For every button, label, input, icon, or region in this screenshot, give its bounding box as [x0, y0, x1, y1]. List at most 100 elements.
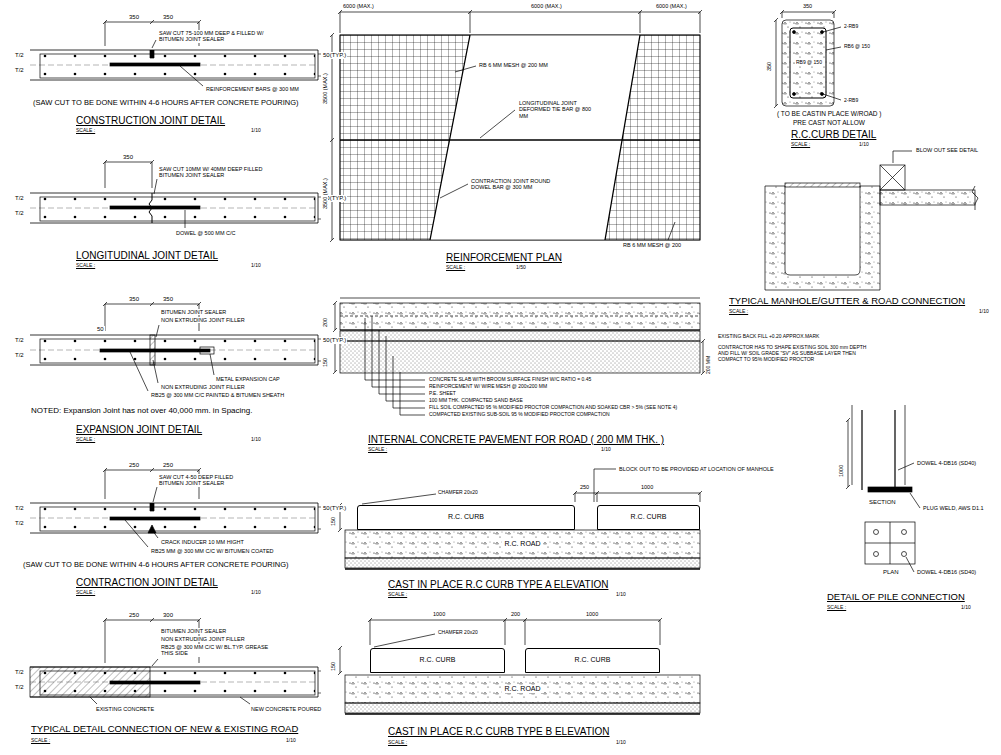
contraction-joint — [30, 468, 321, 547]
scale-value: 1/10 — [285, 738, 297, 744]
scale-value: 1/10 — [250, 263, 262, 269]
pavement-section-part — [340, 341, 700, 373]
node-label: R.C. CURB — [573, 656, 613, 664]
dimension-text: 350 — [162, 14, 174, 21]
manhole-gutter-part — [893, 151, 912, 163]
new-existing-connection-part — [30, 667, 321, 697]
reinforcement-plan-part — [340, 35, 700, 240]
callout-note: BITUMEN JOINT SEALER — [160, 628, 227, 634]
view-title: INTERNAL CONCRETE PAVEMENT FOR ROAD ( 20… — [367, 434, 665, 446]
scale-label: SCALE : — [75, 128, 96, 134]
reinforcement-plan — [330, 10, 702, 242]
curb-section-part — [782, 20, 834, 106]
contraction-joint-part — [30, 503, 321, 533]
curb-b-elevation-part — [374, 634, 435, 647]
callout-note: RB9 @ 150 — [795, 60, 823, 66]
longitudinal-joint-part — [154, 179, 185, 228]
contraction-joint-part — [148, 525, 156, 533]
dimension-text: 200 — [322, 317, 328, 328]
scale-label: SCALE : — [387, 592, 408, 598]
callout-note: NON EXTRUDING JOINT FILLER — [160, 384, 246, 390]
dimension-text: T/2 — [14, 520, 25, 527]
curb-b-elevation — [338, 618, 700, 714]
scale-value: 1/10 — [250, 590, 262, 596]
callout-note: CONTRACTOR HAS TO SHAPE EXISTING SOIL 30… — [717, 345, 869, 362]
scale-label: SCALE : — [826, 605, 847, 611]
construction-joint-part — [152, 40, 203, 86]
dimension-text: 200 MM — [706, 355, 712, 375]
view-title: CAST IN PLACE R.C CURB TYPE A ELEVATION — [387, 579, 609, 591]
curb-section: R.C. CURB — [357, 505, 575, 530]
callout-note: BLOW OUT SEE DETAIL — [915, 147, 979, 153]
callout-note: DOWEL 4-DB16 (SD40) — [916, 460, 977, 466]
curb-a-elevation-part — [594, 469, 616, 502]
curb-a-elevation-part — [345, 558, 700, 568]
pile-connection-part — [852, 405, 905, 485]
scale-value: 1/10 — [960, 605, 972, 611]
curb-section-part — [793, 93, 796, 96]
curb-section-part — [780, 10, 836, 18]
dimension-text: 50(TYP.) — [322, 505, 347, 512]
callout-note: CRACK INDUCER 10 MM HIGHT — [160, 539, 245, 545]
callout-note: (SAW CUT TO BE DONE WITHIN 4-6 HOURS AFT… — [22, 561, 290, 570]
manhole-gutter-part — [880, 165, 905, 190]
pile-connection-part — [865, 522, 915, 564]
contraction-joint-part — [110, 517, 200, 520]
dimension-text: 6000 (MAX.) — [530, 3, 563, 9]
curb-section: R.C. CURB — [370, 648, 505, 673]
dimension-text: 150 — [330, 516, 336, 527]
dimension-text: T/2 — [14, 195, 25, 202]
callout-note: P.E. SHEET — [428, 391, 457, 397]
manhole-gutter-part — [972, 186, 978, 210]
callout-note: NON EXTRUDING JOINT FILLER — [160, 317, 246, 323]
callout-note: SAW CUT 4-50 DEEP FILLED BITUMEN JOINT S… — [158, 474, 260, 487]
reinforcement-plan-part — [338, 10, 702, 33]
scale-value: 1/50 — [515, 265, 527, 271]
longitudinal-joint-part — [110, 206, 200, 209]
dimension-text: 250 — [128, 462, 140, 469]
pavement-section-part — [340, 329, 700, 330]
callout-note: DOWEL 4-DB16 (SD40) — [916, 569, 977, 575]
callout-note: PLUG WELD, AWS D1.1 — [922, 505, 985, 511]
curb-b-elevation-part — [368, 618, 662, 645]
expansion-joint-part — [100, 349, 210, 352]
dimension-text: T/2 — [14, 352, 25, 359]
dimension-text: 350 — [766, 61, 772, 72]
node-label: R.C. CURB — [418, 656, 458, 664]
dimension-text: 1000 — [432, 611, 446, 617]
dimension-text: T/2 — [14, 684, 25, 691]
dimension-text: 50(TYP.) — [322, 52, 347, 59]
dimension-text: 350 — [128, 296, 140, 303]
curb-section-part — [790, 28, 826, 98]
curb-a-elevation — [338, 469, 702, 569]
callout-note: METAL EXPANSION CAP — [215, 376, 281, 382]
view-title: DETAIL OF PILE CONNECTION — [826, 592, 966, 603]
construction-joint — [30, 20, 321, 86]
callout-note: 2-RB9 — [843, 24, 859, 30]
pavement-section-part — [701, 339, 705, 375]
pile-connection-part — [874, 552, 879, 557]
node-label: R.C. ROAD — [502, 540, 542, 548]
longitudinal-joint — [30, 160, 321, 228]
scale-value: 1/10 — [978, 309, 990, 315]
new-existing-connection-part — [90, 659, 250, 704]
dimension-text: 300 — [162, 612, 174, 619]
contraction-joint-part — [150, 503, 154, 511]
scale-value: 1/10 — [600, 447, 612, 453]
expansion-joint-part — [130, 325, 214, 391]
scale-label: SCALE : — [75, 263, 96, 269]
callout-note: RB25 @ 300 MM C/C W/ BL.TYP. GREASE THIS… — [160, 644, 272, 657]
pile-connection-part — [906, 557, 914, 572]
callout-note: SAW CUT 75-100 MM DEEP & FILLED W/ BITUM… — [158, 30, 265, 43]
reinforcement-plan-part — [430, 35, 640, 240]
reinforcement-plan-part — [340, 139, 700, 140]
construction-joint-part — [30, 50, 321, 80]
scale-label: SCALE : — [728, 309, 749, 315]
longitudinal-joint-part — [30, 193, 321, 223]
scale-label: SCALE : — [387, 740, 408, 746]
pavement-section — [333, 298, 705, 415]
curb-section-part — [793, 31, 796, 34]
scale-label: SCALE : — [445, 265, 466, 271]
view-title: CONSTRUCTION JOINT DETAIL — [75, 115, 226, 127]
node-label: R.C. CURB — [629, 513, 669, 521]
